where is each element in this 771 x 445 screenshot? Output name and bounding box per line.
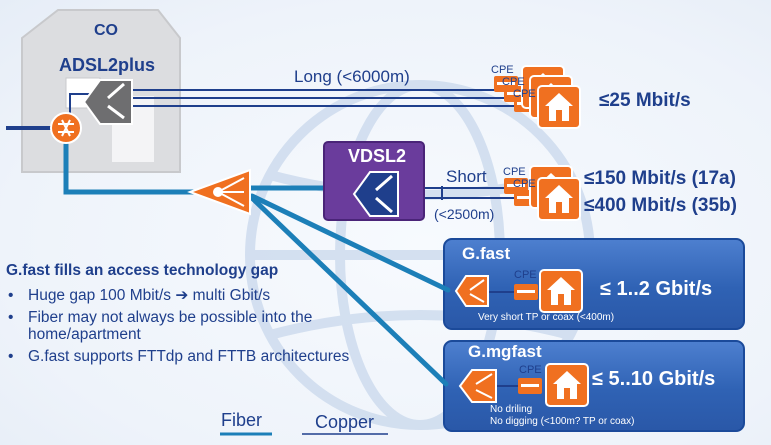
long-link-label: Long (<6000m) <box>294 67 410 86</box>
gmgfast-title: G.mgfast <box>468 342 542 361</box>
gmgfast-speed: ≤ 5..10 Gbit/s <box>592 368 716 390</box>
cpe-label: CPE <box>503 166 526 178</box>
dslam-icon <box>82 79 133 125</box>
house-icon <box>537 177 581 221</box>
summary-point: Huge gap 100 Mbit/s ➔ multi Gbit/s <box>6 287 358 304</box>
gfast-note: Very short TP or coax (<400m) <box>478 312 615 323</box>
legend-copper-label: Copper <box>315 412 375 432</box>
co-title: CO <box>94 22 118 39</box>
summary-heading: G.fast fills an access technology gap <box>6 262 279 279</box>
house-icon <box>539 269 583 313</box>
modem-icon <box>514 284 538 300</box>
summary-point: Fiber may not always be possible into th… <box>6 309 358 343</box>
gfast-title: G.fast <box>462 244 511 263</box>
vdsl-distance: (<2500m) <box>434 206 495 222</box>
gfast-box <box>443 238 745 330</box>
cpe-label: CPE <box>491 64 514 76</box>
vdsl-speed-17a: ≤150 Mbit/s (17a) <box>584 168 736 189</box>
cpe-label: CPE <box>514 269 537 281</box>
house-icon <box>537 85 581 129</box>
cpe-label: CPE <box>513 178 536 190</box>
cpe-label: CPE <box>502 76 525 88</box>
cpe-label: CPE <box>513 88 536 100</box>
short-link-label: Short <box>446 167 487 186</box>
gfast-speed: ≤ 1..2 Gbit/s <box>600 278 713 300</box>
summary-point: G.fast supports FTTdp and FTTB architect… <box>6 348 358 365</box>
splitter-icon <box>50 112 82 144</box>
adsl-speed: ≤25 Mbit/s <box>599 90 691 111</box>
legend-fiber-label: Fiber <box>221 410 263 430</box>
summary-list: Huge gap 100 Mbit/s ➔ multi Gbit/s Fiber… <box>6 287 358 370</box>
dpu-icon <box>458 369 497 403</box>
modem-icon <box>518 378 542 394</box>
fiber-node-icon <box>187 168 251 216</box>
vdsl2-node-icon <box>323 141 425 221</box>
dpu-icon <box>454 275 489 307</box>
vdsl-speed-35b: ≤400 Mbit/s (35b) <box>584 195 737 216</box>
gmgfast-note-digging: No digging (<100m? TP or coax) <box>490 416 635 427</box>
adsl2plus-label: ADSL2plus <box>59 55 156 75</box>
vdsl2-title: VDSL2 <box>348 146 407 166</box>
house-icon <box>545 363 589 407</box>
gmgfast-note-drilling: No driling <box>490 404 533 415</box>
cpe-label: CPE <box>519 364 542 376</box>
